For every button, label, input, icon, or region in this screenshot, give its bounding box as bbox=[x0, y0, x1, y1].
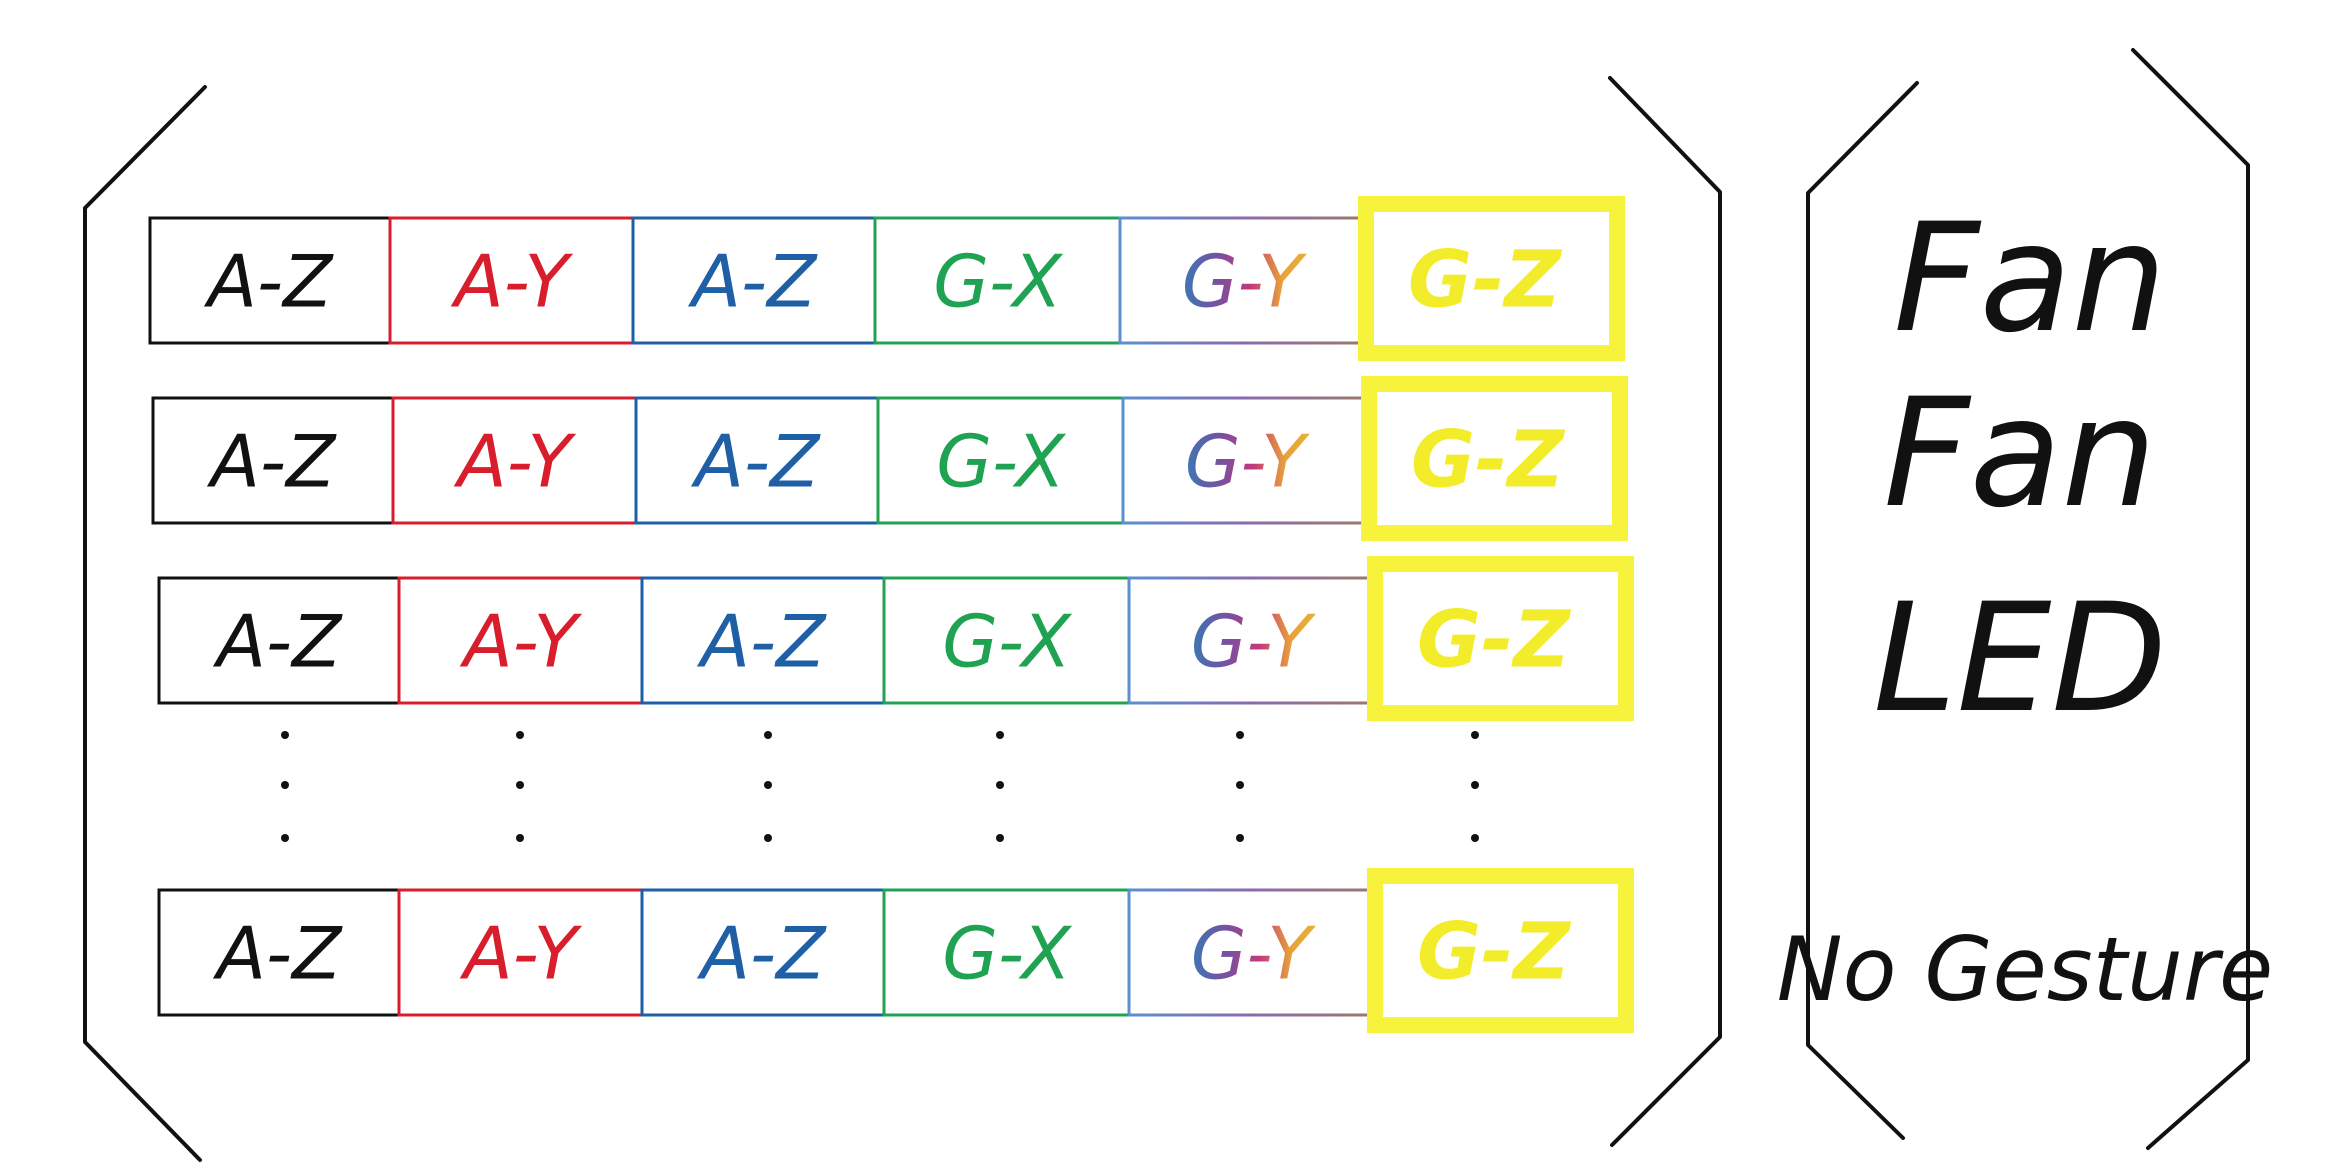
cell-label: G-X bbox=[942, 600, 1072, 684]
cell-label: G-X bbox=[936, 420, 1066, 504]
matrix-cell: A-Z bbox=[157, 888, 401, 1017]
ellipsis-dot bbox=[281, 731, 289, 739]
ellipsis-dot bbox=[996, 834, 1004, 842]
cell-label: A-Z bbox=[213, 912, 343, 996]
matrix-cell: G-Z bbox=[1358, 196, 1625, 361]
matrix-cell: A-Y bbox=[388, 216, 635, 345]
matrix-cell: G-Z bbox=[1367, 556, 1634, 721]
matrix-cell: A-Z bbox=[151, 396, 395, 525]
ellipsis-dot bbox=[1236, 781, 1244, 789]
matrix-bracket-left bbox=[83, 85, 207, 1162]
matrix-row: A-Z A-Y A-Z G-X G-Y G-Z bbox=[148, 196, 1625, 361]
ellipsis-dot bbox=[1471, 781, 1479, 789]
cell-highlight-box bbox=[1361, 376, 1628, 541]
cell-label: A-Y bbox=[460, 912, 583, 996]
ellipsis-dot bbox=[764, 781, 772, 789]
ellipsis-dot bbox=[1236, 834, 1244, 842]
matrix-cell: G-Z bbox=[1367, 868, 1634, 1033]
matrix-cell: G-Y bbox=[1118, 216, 1366, 345]
ellipsis-dot bbox=[764, 731, 772, 739]
ellipsis-dot bbox=[996, 731, 1004, 739]
matrix-cell: A-Z bbox=[634, 396, 880, 525]
cell-label: G-Z bbox=[1408, 236, 1562, 326]
cell-label: G-Y bbox=[1191, 600, 1317, 684]
cell-label: A-Y bbox=[451, 240, 574, 324]
ellipsis-dot bbox=[516, 781, 524, 789]
class-label: No Gesture bbox=[1777, 918, 2273, 1021]
class-label: LED bbox=[1873, 572, 2167, 746]
ellipsis-dot bbox=[996, 781, 1004, 789]
ellipsis-dot bbox=[1236, 731, 1244, 739]
cell-label: G-Z bbox=[1417, 596, 1571, 686]
matrix-cell: A-Y bbox=[391, 396, 638, 525]
cell-label: G-Y bbox=[1182, 240, 1308, 324]
matrix-cell: G-Y bbox=[1121, 396, 1369, 525]
cell-label: A-Y bbox=[460, 600, 583, 684]
cell-label: A-Z bbox=[204, 240, 334, 324]
matrix-cell: A-Z bbox=[157, 576, 401, 705]
matrix-cell: G-X bbox=[882, 888, 1131, 1017]
matrix-cell: A-Z bbox=[640, 888, 886, 1017]
matrix-cell: A-Z bbox=[631, 216, 877, 345]
matrix-row: A-Z A-Y A-Z G-X G-Y G-Z bbox=[157, 556, 1634, 721]
cell-highlight-box bbox=[1367, 556, 1634, 721]
matrix-cell: A-Z bbox=[640, 576, 886, 705]
ellipsis-dot bbox=[281, 781, 289, 789]
matrix-cell: G-Z bbox=[1361, 376, 1628, 541]
labels-bracket bbox=[1806, 48, 2250, 1150]
matrix-cell: G-X bbox=[873, 216, 1122, 345]
continuation-dots bbox=[281, 731, 1479, 842]
ellipsis-dot bbox=[1471, 834, 1479, 842]
matrix-cell: A-Y bbox=[397, 576, 644, 705]
cell-label: G-Z bbox=[1411, 416, 1565, 506]
matrix-cell: A-Z bbox=[148, 216, 392, 345]
matrix-cell: G-X bbox=[876, 396, 1125, 525]
matrix-bracket-right bbox=[1608, 76, 1722, 1147]
matrix-cell: G-Y bbox=[1127, 888, 1375, 1017]
cell-label: A-Y bbox=[454, 420, 577, 504]
cell-label: A-Z bbox=[697, 600, 827, 684]
cell-label: A-Z bbox=[207, 420, 337, 504]
ellipsis-dot bbox=[1471, 731, 1479, 739]
matrix-cell: A-Y bbox=[397, 888, 644, 1017]
matrix-cell: G-X bbox=[882, 576, 1131, 705]
matrix-row: A-Z A-Y A-Z G-X G-Y G-Z bbox=[151, 376, 1628, 541]
cell-label: A-Z bbox=[691, 420, 821, 504]
cell-label: G-Z bbox=[1417, 908, 1571, 998]
matrix-cell: G-Y bbox=[1127, 576, 1375, 705]
cell-label: G-Y bbox=[1191, 912, 1317, 996]
class-label: Fan bbox=[1893, 192, 2166, 366]
cell-label: A-Z bbox=[213, 600, 343, 684]
cell-label: G-Y bbox=[1185, 420, 1311, 504]
cell-label: G-X bbox=[942, 912, 1072, 996]
ellipsis-dot bbox=[281, 834, 289, 842]
ellipsis-dot bbox=[764, 834, 772, 842]
cell-label: G-X bbox=[933, 240, 1063, 324]
cell-label: A-Z bbox=[688, 240, 818, 324]
cell-highlight-box bbox=[1367, 868, 1634, 1033]
cell-highlight-box bbox=[1358, 196, 1625, 361]
ellipsis-dot bbox=[516, 834, 524, 842]
class-label: Fan bbox=[1883, 367, 2156, 541]
matrix-row: A-Z A-Y A-Z G-X G-Y G-Z bbox=[157, 868, 1634, 1033]
cell-label: A-Z bbox=[697, 912, 827, 996]
ellipsis-dot bbox=[516, 731, 524, 739]
